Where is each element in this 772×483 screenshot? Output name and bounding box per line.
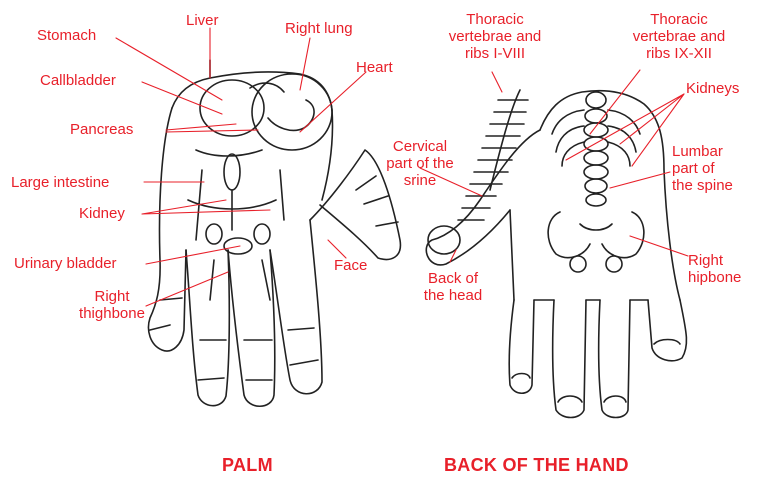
label-line: vertebrae and: [614, 28, 744, 45]
label-face: Face: [334, 257, 367, 274]
palm-hand-outline: [149, 60, 401, 406]
label-line: Lumbar: [672, 143, 733, 160]
label-gallbladder: Callbladder: [40, 72, 116, 89]
label-line: srine: [360, 172, 480, 189]
label-line: part of the: [360, 155, 480, 172]
label-line: hipbone: [688, 269, 741, 286]
caption-back-of-hand: BACK OF THE HAND: [444, 455, 629, 476]
label-right-hipbone: Right hipbone: [688, 252, 741, 286]
label-stomach: Stomach: [37, 27, 96, 44]
label-line: vertebrae and: [430, 28, 560, 45]
label-line: ribs I-VIII: [430, 45, 560, 62]
label-line: Thoracic: [614, 11, 744, 28]
label-cervical: Cervical part of the srine: [360, 138, 480, 189]
label-thoracic-i-viii: Thoracic vertebrae and ribs I-VIII: [430, 11, 560, 62]
label-line: Cervical: [360, 138, 480, 155]
label-line: the head: [408, 287, 498, 304]
label-right-lung: Right lung: [285, 20, 353, 37]
label-line: ribs IX-XII: [614, 45, 744, 62]
label-heart: Heart: [356, 59, 393, 76]
label-line: Right: [62, 288, 162, 305]
label-line: Right: [688, 252, 741, 269]
caption-palm: PALM: [222, 455, 273, 476]
label-pancreas: Pancreas: [70, 121, 133, 138]
label-line: the spine: [672, 177, 733, 194]
label-line: part of: [672, 160, 733, 177]
label-right-thighbone: Right thighbone: [62, 288, 162, 322]
label-line: Back of: [408, 270, 498, 287]
label-kidneys: Kidneys: [686, 80, 739, 97]
label-urinary-bladder: Urinary bladder: [14, 255, 117, 272]
label-thoracic-ix-xii: Thoracic vertebrae and ribs IX-XII: [614, 11, 744, 62]
label-liver: Liver: [186, 12, 219, 29]
label-back-of-head: Back of the head: [408, 270, 498, 304]
label-kidney: Kidney: [79, 205, 125, 222]
label-line: thighbone: [62, 305, 162, 322]
label-large-intestine: Large intestine: [11, 174, 109, 191]
label-lumbar: Lumbar part of the spine: [672, 143, 733, 194]
label-line: Thoracic: [430, 11, 560, 28]
